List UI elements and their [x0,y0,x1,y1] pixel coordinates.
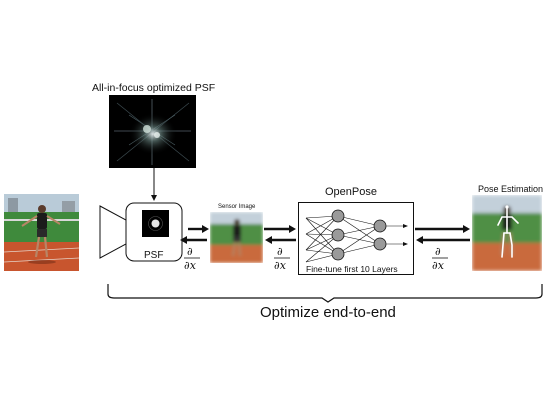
pose-estimation-image [472,195,542,271]
grad-num-2: ∂ [277,245,283,258]
grad-den-2: ∂x [274,259,286,272]
openpose-network [298,202,414,275]
optimized-psf-image [109,95,196,168]
sensor-image-title: Sensor Image [218,204,256,210]
fine-tune-caption: Fine-tune first 10 Layers [306,264,398,274]
pose-estimation-title: Pose Estimation [478,184,544,194]
sensor-image [210,212,263,263]
grad-num-1: ∂ [187,245,193,258]
optimize-end-to-end-label: Optimize end-to-end [260,304,396,321]
grad-den-3: ∂x [432,259,444,272]
camera-with-psf [98,202,188,262]
grad-den-1: ∂x [184,259,196,272]
psf-label: PSF [144,250,164,261]
openpose-title: OpenPose [325,186,377,198]
input-photo [4,194,79,271]
psf-panel-title: All-in-focus optimized PSF [92,82,216,94]
grad-num-3: ∂ [435,245,441,258]
